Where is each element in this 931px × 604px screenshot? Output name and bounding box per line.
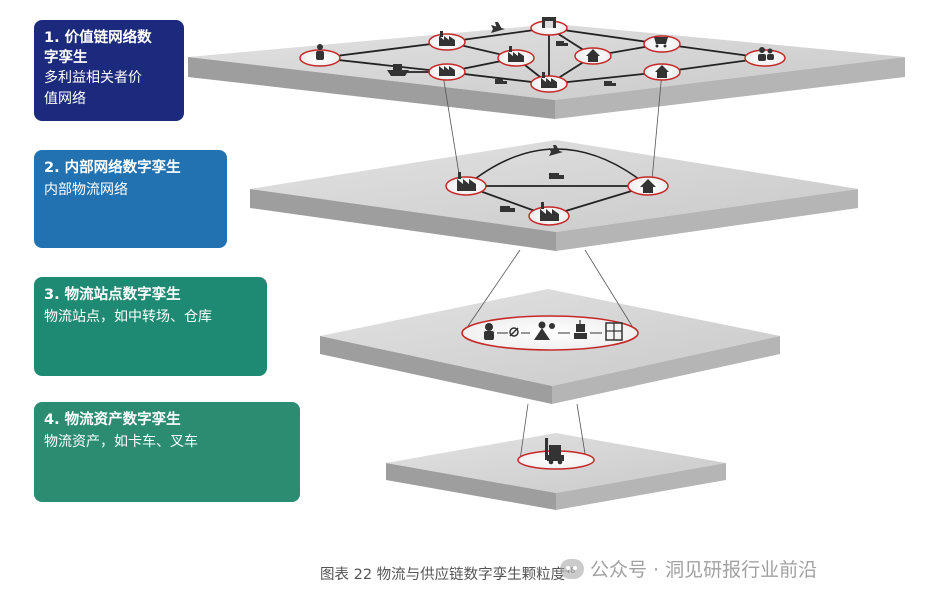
layer3-title: 3. 物流站点数字孪生 — [44, 287, 181, 303]
layer1-icons — [316, 17, 774, 88]
watermark: 公众号 · 洞见研报行业前沿 — [560, 555, 817, 582]
layer4-label-box: 4. 物流资产数字孪生 物流资产，如卡车、叉车 — [34, 402, 300, 502]
truck-icon — [495, 79, 507, 84]
layer2-desc: 内部物流网络 — [44, 182, 128, 198]
cart-icon — [654, 37, 668, 48]
layer2-slab — [250, 140, 858, 251]
caption-text: 图表 22 物流与供应链数字孪生颗粒度 — [320, 567, 566, 583]
layer4-asset — [517, 438, 595, 470]
layer4-desc: 物流资产，如卡车、叉车 — [44, 434, 198, 450]
airplane-icon — [549, 145, 563, 156]
layer1-desc: 多利益相关者价 值网络 — [44, 70, 142, 107]
truck-icon — [556, 41, 568, 46]
layer1-network — [299, 17, 786, 93]
factory-icon — [508, 46, 524, 62]
layer3-desc: 物流站点，如中转场、仓库 — [44, 309, 212, 325]
station-ring — [461, 315, 639, 351]
layer1-slab — [188, 24, 905, 119]
forklift-icon — [545, 438, 564, 465]
conveyor-icon — [509, 327, 519, 337]
warehouse-icon — [542, 17, 556, 28]
layer3-station — [461, 315, 639, 351]
robot-icon — [574, 320, 587, 339]
factory-icon — [457, 172, 476, 191]
worker-icon — [484, 323, 494, 340]
factory-icon — [439, 31, 455, 46]
truck-icon — [549, 173, 564, 179]
layer2-label-box: 2. 内部网络数字孪生 内部物流网络 — [34, 150, 227, 248]
factory-icon — [439, 66, 455, 76]
figure-caption: 图表 22 物流与供应链数字孪生颗粒度48 — [320, 563, 575, 584]
people-icon — [758, 47, 774, 61]
layer4-title: 4. 物流资产数字孪生 — [44, 412, 181, 428]
layer2-title: 2. 内部网络数字孪生 — [44, 160, 181, 176]
person-icon — [316, 44, 324, 60]
house-icon — [586, 49, 600, 62]
house-icon — [640, 179, 656, 193]
layer1-title: 1. 价值链网络数 字孪生 — [44, 30, 152, 66]
truck-icon — [500, 206, 515, 212]
layer3-label-box: 3. 物流站点数字孪生 物流站点，如中转场、仓库 — [34, 277, 267, 376]
workers-icon — [534, 321, 555, 340]
factory-icon — [541, 72, 557, 88]
ship-icon — [387, 64, 409, 76]
house-icon — [655, 65, 669, 78]
truck-icon — [604, 81, 616, 86]
airplane-icon — [491, 22, 505, 33]
layer4-slab — [386, 433, 726, 510]
wechat-icon — [560, 558, 584, 579]
layer1-label-box: 1. 价值链网络数 字孪生 多利益相关者价 值网络 — [34, 20, 184, 121]
layer2-network — [445, 145, 669, 226]
zoom-lines — [442, 71, 663, 461]
factory-icon — [540, 202, 559, 221]
watermark-text: 公众号 · 洞见研报行业前沿 — [590, 559, 818, 581]
shelf-icon — [605, 322, 623, 341]
